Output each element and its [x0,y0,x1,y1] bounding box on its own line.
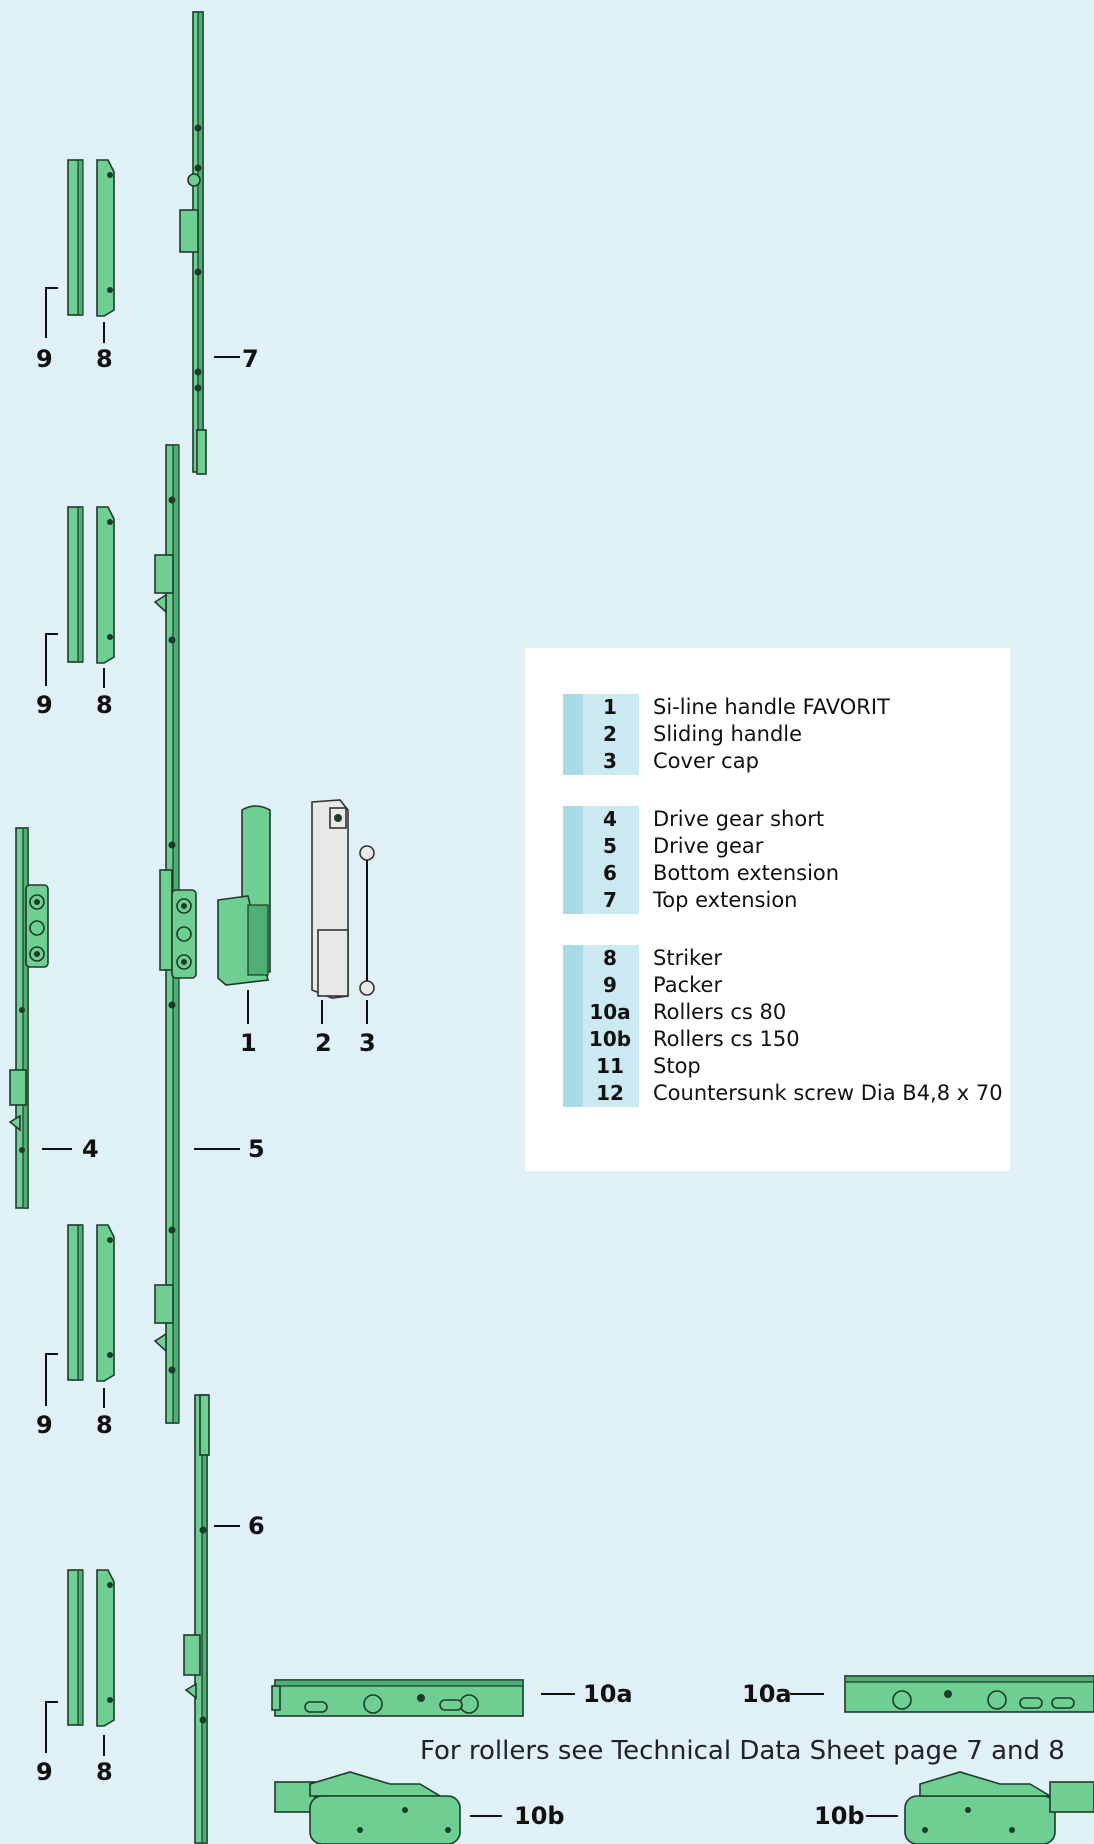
drive-gear-short-part [8,827,49,1209]
callout-drive-gear-short: 4 [82,1135,99,1163]
callout-striker: 8 [96,1758,113,1786]
roller-10a-right-part [844,1675,1094,1713]
packer-striker-set-2 [67,506,115,664]
callout-striker: 8 [96,345,113,373]
callout-top-extension: 7 [242,345,259,373]
callout-cover-cap: 3 [359,1029,376,1057]
roller-10b-left-part [274,1771,461,1844]
handle-favorit-part [217,805,271,986]
callout-striker: 8 [96,691,113,719]
callout-packer: 9 [36,345,53,373]
callout-packer: 9 [36,1411,53,1439]
callout-rollers-cs150: 10b [814,1802,865,1830]
cover-cap-part [359,845,375,996]
callout-packer: 9 [36,691,53,719]
sliding-handle-part [311,799,349,999]
callout-sliding-handle: 2 [315,1029,332,1057]
packer-striker-set-4 [67,1569,115,1727]
roller-10a-left-part [271,1679,524,1717]
drive-gear-part [153,444,197,1424]
leader-lines [42,287,898,1817]
top-extension-part [179,11,207,475]
callout-rollers-cs80: 10a [742,1680,792,1708]
callout-bottom-extension: 6 [248,1512,265,1540]
callout-striker: 8 [96,1411,113,1439]
callout-rollers-cs150: 10b [514,1802,565,1830]
rollers-reference-note: For rollers see Technical Data Sheet pag… [420,1736,1065,1766]
callout-rollers-cs80: 10a [583,1680,633,1708]
bottom-extension-part [183,1394,210,1844]
packer-striker-set-1 [67,159,115,317]
callout-drive-gear: 5 [248,1135,265,1163]
roller-10b-right-part [904,1771,1094,1844]
callout-handle-favorit: 1 [240,1029,257,1057]
callout-packer: 9 [36,1758,53,1786]
packer-striker-set-3 [67,1224,115,1382]
